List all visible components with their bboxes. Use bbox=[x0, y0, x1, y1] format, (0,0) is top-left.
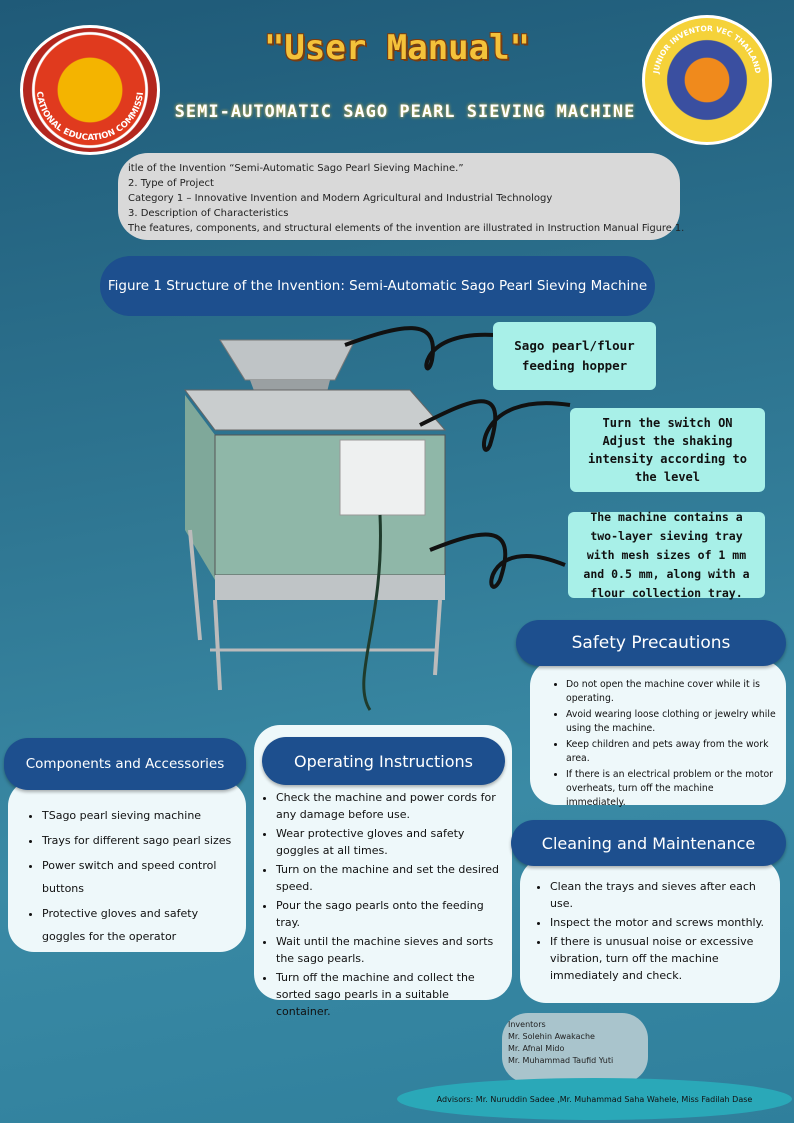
cleaning-title: Cleaning and Maintenance bbox=[541, 833, 756, 853]
advisors-text: Advisors: Mr. Nuruddin Sadee ,Mr. Muhamm… bbox=[436, 1094, 753, 1104]
safety-card: Do not open the machine cover while it i… bbox=[530, 660, 786, 808]
inventor-name: Mr. Muhammad Taufid Yuti bbox=[508, 1056, 614, 1065]
operating-step: Wait until the machine sieves and sorts … bbox=[276, 933, 504, 967]
inventor-name: Mr. Afnal Mido bbox=[508, 1044, 565, 1053]
page-title: "User Manual" bbox=[263, 28, 531, 68]
figure-caption: Figure 1 Structure of the Invention: Sem… bbox=[107, 278, 648, 294]
callout-text: The machine contains a two-layer sieving… bbox=[583, 509, 750, 600]
callout-switch: Turn the switch ON Adjust the shaking in… bbox=[570, 408, 765, 492]
callout-feeding-hopper: Sago pearl/flour feeding hopper bbox=[493, 322, 656, 390]
safety-header: Safety Precautions bbox=[516, 620, 786, 666]
svg-text:JUNIOR INVENTOR VEC THAILAND: JUNIOR INVENTOR VEC THAILAND bbox=[651, 24, 762, 75]
operating-step: Wear protective gloves and safety goggle… bbox=[276, 825, 504, 859]
components-title: Components and Accessories bbox=[25, 756, 225, 772]
operating-step: Turn on the machine and set the desired … bbox=[276, 861, 504, 895]
safety-item: Keep children and pets away from the wor… bbox=[566, 738, 776, 766]
vec-logo: VOCATIONAL EDUCATION COMMISSION bbox=[20, 25, 160, 155]
junior-inventor-logo: JUNIOR INVENTOR VEC THAILAND bbox=[642, 15, 772, 145]
safety-item: Avoid wearing loose clothing or jewelry … bbox=[566, 708, 776, 736]
callout-text: Sago pearl/flour feeding hopper bbox=[514, 338, 635, 373]
junior-inventor-logo-ring: JUNIOR INVENTOR VEC THAILAND bbox=[651, 24, 762, 75]
svg-text:VOCATIONAL EDUCATION COMMISSIO: VOCATIONAL EDUCATION COMMISSION bbox=[23, 28, 146, 143]
component-item: Protective gloves and safety goggles for… bbox=[42, 902, 236, 948]
operating-step: Pour the sago pearls onto the feeding tr… bbox=[276, 897, 504, 931]
callout-text: Turn the switch ON bbox=[602, 416, 733, 430]
component-item: Power switch and speed control buttons bbox=[42, 854, 236, 900]
advisors-banner: Advisors: Mr. Nuruddin Sadee ,Mr. Muhamm… bbox=[397, 1078, 792, 1120]
cleaning-item: If there is unusual noise or excessive v… bbox=[550, 933, 772, 984]
invention-info-box: itle of the Invention “Semi-Automatic Sa… bbox=[118, 153, 685, 240]
junior-inventor-logo-text: JUNIOR INVENTOR VEC THAILAND bbox=[651, 24, 762, 75]
callout-text: Adjust the shaking intensity according t… bbox=[588, 434, 747, 484]
operating-header: Operating Instructions bbox=[262, 737, 505, 785]
components-card: TSago pearl sieving machine Trays for di… bbox=[8, 780, 246, 952]
cleaning-item: Clean the trays and sieves after each us… bbox=[550, 878, 772, 912]
component-item: Trays for different sago pearl sizes bbox=[42, 829, 236, 852]
info-line: Category 1 – Innovative Invention and Mo… bbox=[128, 193, 553, 204]
inventor-name: Mr. Solehin Awakache bbox=[508, 1032, 595, 1041]
figure-caption-banner: Figure 1 Structure of the Invention: Sem… bbox=[100, 256, 655, 316]
vec-logo-ring: VOCATIONAL EDUCATION COMMISSION bbox=[23, 28, 146, 143]
inventors-label: Inventors bbox=[508, 1020, 546, 1029]
cleaning-card: Clean the trays and sieves after each us… bbox=[520, 858, 780, 1003]
inventors-box: Inventors Mr. Solehin Awakache Mr. Afnal… bbox=[502, 1013, 648, 1083]
info-line: 2. Type of Project bbox=[128, 178, 214, 189]
page-subtitle: SEMI-AUTOMATIC SAGO PEARL SIEVING MACHIN… bbox=[174, 102, 636, 122]
info-line: itle of the Invention “Semi-Automatic Sa… bbox=[128, 163, 464, 174]
component-item: TSago pearl sieving machine bbox=[42, 804, 236, 827]
callout-sieving-tray: The machine contains a two-layer sieving… bbox=[568, 510, 765, 600]
operating-step: Turn off the machine and collect the sor… bbox=[276, 969, 504, 1020]
safety-title: Safety Precautions bbox=[571, 633, 731, 653]
cleaning-header: Cleaning and Maintenance bbox=[511, 820, 786, 866]
machine-photo bbox=[184, 326, 571, 711]
cleaning-item: Inspect the motor and screws monthly. bbox=[550, 914, 772, 931]
info-line: The features, components, and structural… bbox=[128, 223, 685, 234]
vec-logo-text: VOCATIONAL EDUCATION COMMISSION bbox=[23, 28, 146, 143]
components-header: Components and Accessories bbox=[4, 738, 246, 790]
info-line: 3. Description of Characteristics bbox=[128, 208, 289, 219]
operating-step: Check the machine and power cords for an… bbox=[276, 789, 504, 823]
operating-title: Operating Instructions bbox=[293, 751, 474, 771]
safety-item: If there is an electrical problem or the… bbox=[566, 768, 776, 810]
safety-item: Do not open the machine cover while it i… bbox=[566, 678, 776, 706]
